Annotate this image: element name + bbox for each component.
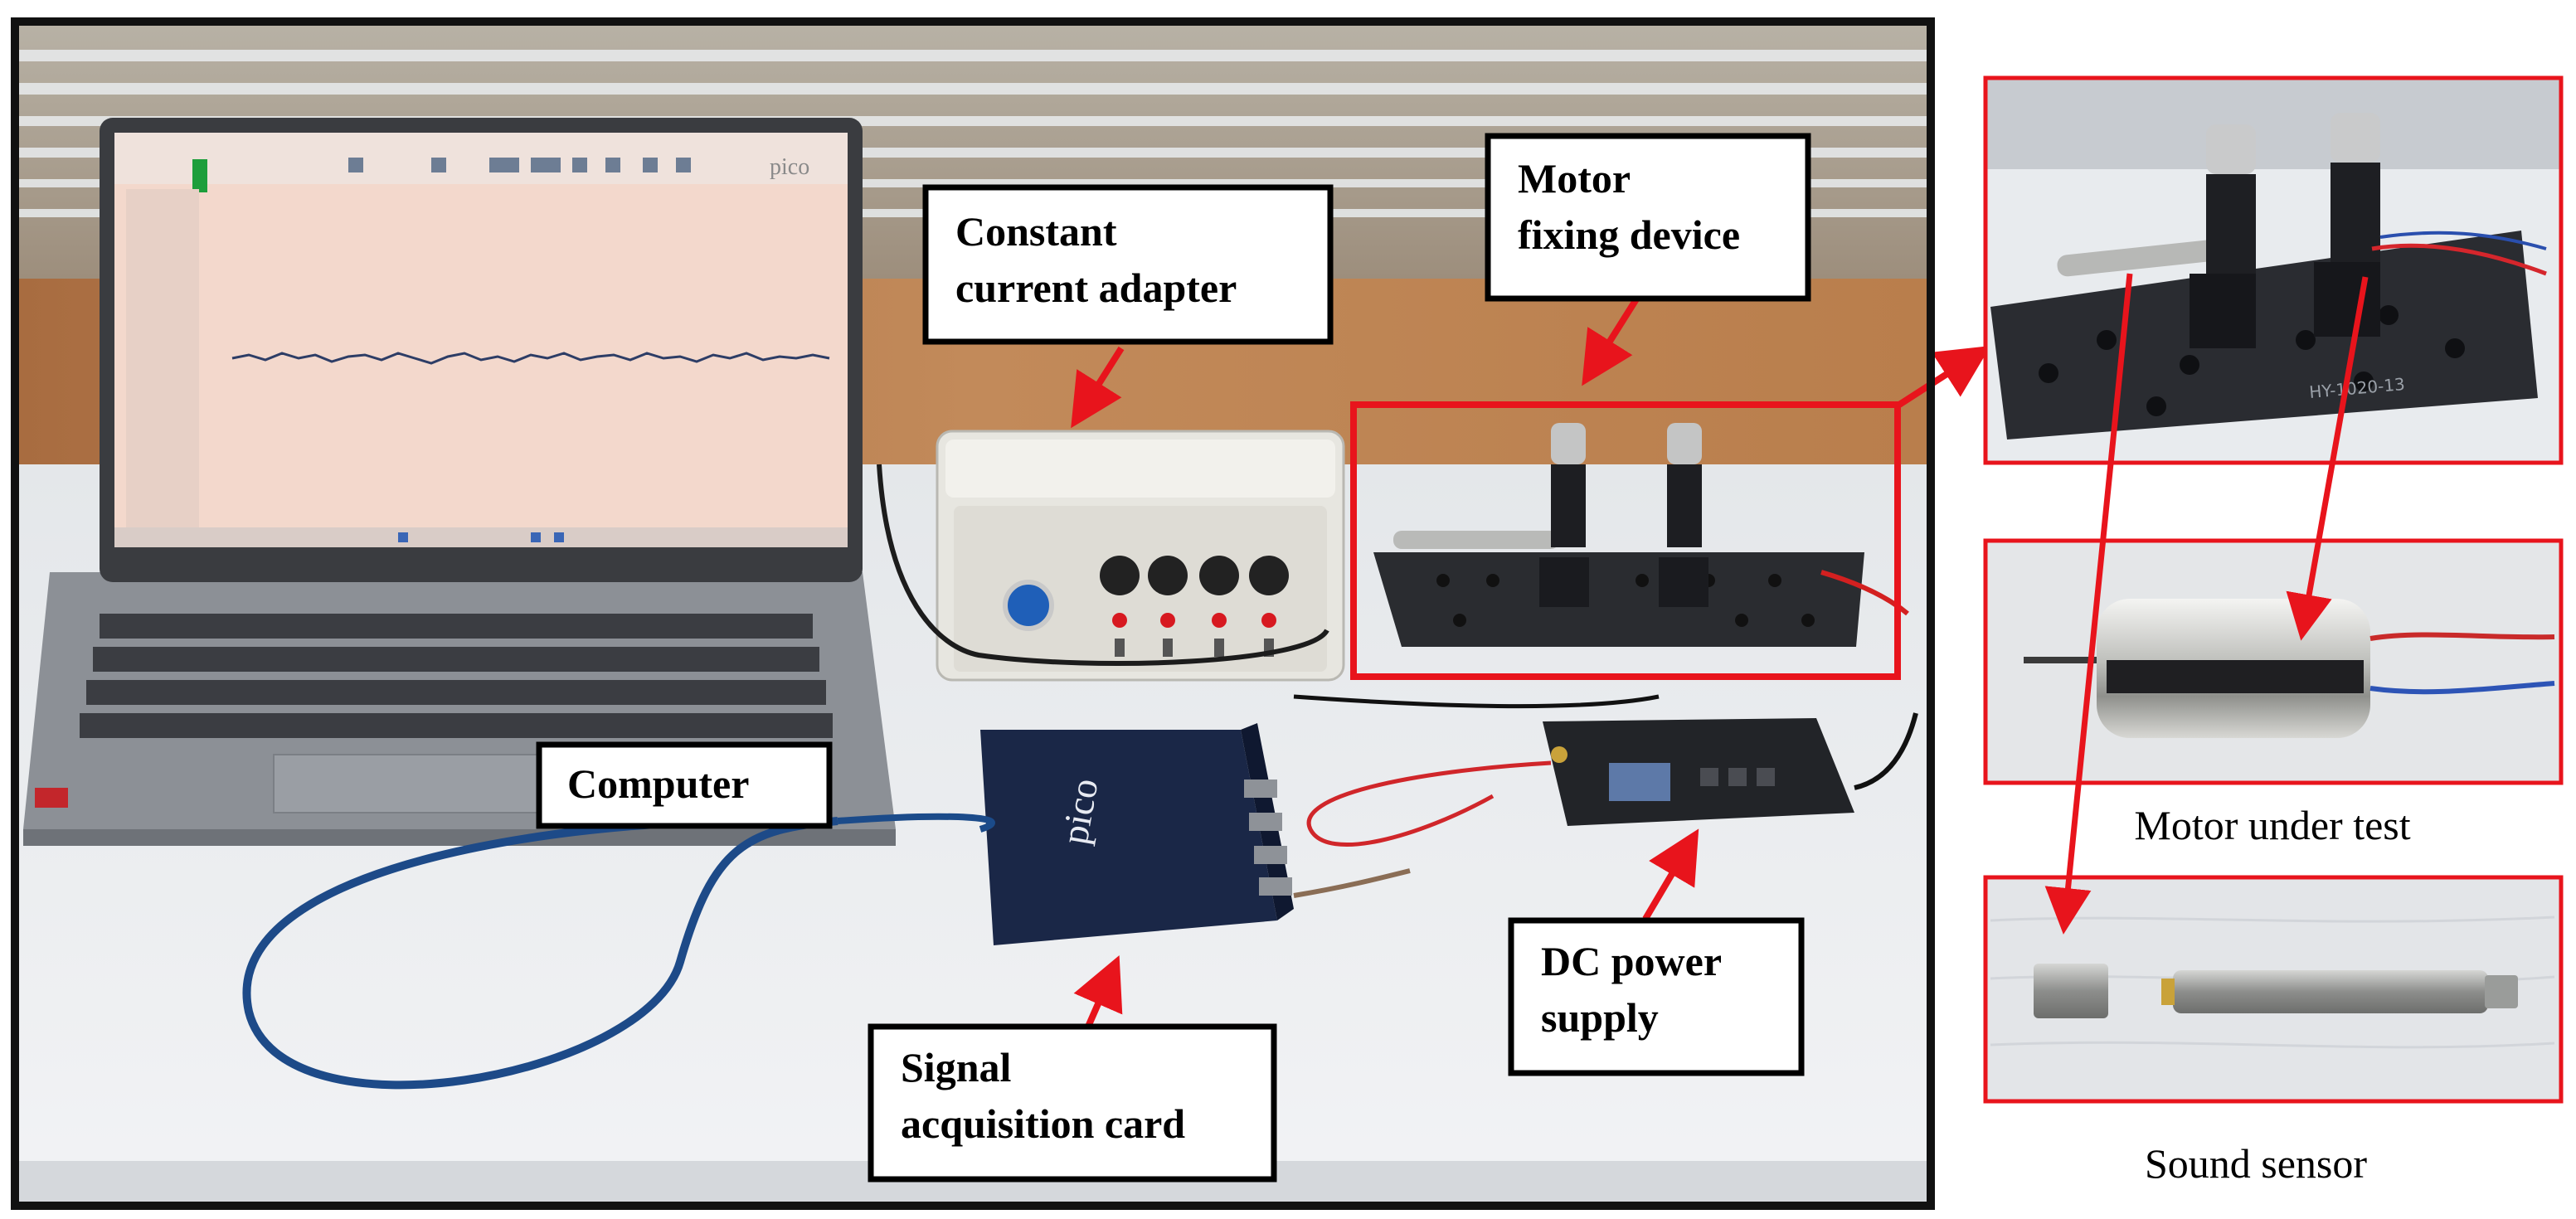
signal-card-line2: acquisition card bbox=[901, 1100, 1185, 1147]
cables bbox=[242, 464, 1918, 1090]
label-dc-power: DC power supply bbox=[1508, 917, 1805, 1076]
waveform-trace bbox=[231, 352, 830, 365]
inset-motor bbox=[1983, 538, 2564, 785]
label-signal-card: Signal acquisition card bbox=[868, 1023, 1277, 1183]
dc-power-line2: supply bbox=[1541, 994, 1659, 1041]
pico-screen-logo: pico bbox=[770, 154, 809, 180]
inset-sensor bbox=[1983, 875, 2564, 1104]
motor-fixing-device-photo bbox=[1373, 423, 1909, 647]
signal-card-line1: Signal bbox=[901, 1044, 1012, 1090]
constant-current-line2: current adapter bbox=[955, 265, 1237, 311]
sensor-body bbox=[2173, 970, 2488, 1013]
computer-label: Computer bbox=[567, 760, 749, 807]
caption-motor: Motor under test bbox=[2134, 802, 2410, 848]
laptop-screen bbox=[114, 133, 848, 547]
laptop: pico bbox=[23, 118, 896, 846]
sensor-cap bbox=[2034, 964, 2108, 1018]
main-photo-frame bbox=[11, 17, 1935, 1210]
dc-power-line1: DC power bbox=[1541, 938, 1722, 984]
motor-fixing-line1: Motor bbox=[1518, 155, 1631, 202]
constant-current-line1: Constant bbox=[955, 208, 1117, 255]
motor-fixing-line2: fixing device bbox=[1518, 211, 1740, 258]
constant-current-adapter bbox=[936, 430, 1345, 682]
label-constant-current: Constant current adapter bbox=[922, 184, 1334, 345]
callout-arrows bbox=[1071, 293, 1991, 1028]
label-motor-fixing: Motor fixing device bbox=[1485, 133, 1811, 302]
label-computer: Computer bbox=[536, 741, 833, 829]
dc-power-supply bbox=[1543, 718, 1854, 826]
signal-acquisition-card: pico bbox=[980, 723, 1294, 945]
fixing-device-highlight bbox=[1350, 401, 1901, 680]
inset-fixing-device: HY-1020-13 bbox=[1983, 75, 2564, 465]
main-photo: pico bbox=[11, 17, 1991, 1210]
caption-sensor: Sound sensor bbox=[2145, 1140, 2367, 1187]
inset-arrows bbox=[2044, 273, 2369, 935]
